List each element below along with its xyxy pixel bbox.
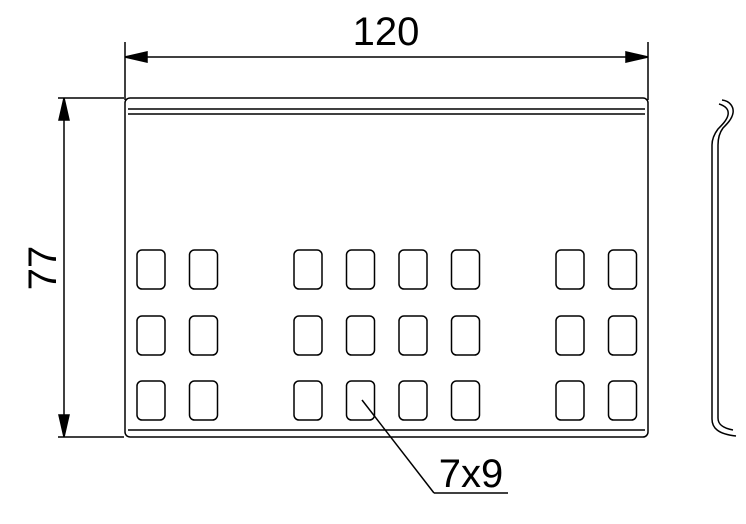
slot xyxy=(450,380,481,421)
slot-size-label: 7x9 xyxy=(439,452,504,496)
height-arrow-top xyxy=(58,97,70,121)
slot xyxy=(555,249,585,290)
slot xyxy=(188,380,219,421)
slot xyxy=(345,315,376,356)
slot xyxy=(398,315,428,356)
slot xyxy=(136,315,166,356)
slot xyxy=(450,249,481,290)
slot xyxy=(555,315,585,356)
slot xyxy=(293,249,323,290)
slot xyxy=(450,315,481,356)
slot xyxy=(293,380,323,421)
width-arrow-left xyxy=(124,51,148,63)
slot xyxy=(607,249,638,290)
height-arrow-bottom xyxy=(58,414,70,438)
plate-front-view xyxy=(124,97,649,438)
height-label: 77 xyxy=(21,246,65,291)
slot xyxy=(607,380,638,421)
slot xyxy=(345,249,376,290)
slot xyxy=(345,380,376,421)
callout-leader-line xyxy=(361,399,435,494)
slot xyxy=(398,380,428,421)
plate-outline xyxy=(124,97,649,438)
slot xyxy=(607,315,638,356)
slot xyxy=(188,249,219,290)
slot xyxy=(188,315,219,356)
slot xyxy=(555,380,585,421)
height-dimension xyxy=(58,97,124,438)
slot-grid xyxy=(136,249,638,421)
width-label: 120 xyxy=(353,10,420,54)
side-profile-view-inner xyxy=(711,103,737,437)
slot-callout xyxy=(361,399,508,494)
slot xyxy=(136,249,166,290)
slot xyxy=(136,380,166,421)
slot xyxy=(398,249,428,290)
slot xyxy=(293,315,323,356)
side-profile-view xyxy=(717,99,734,431)
width-arrow-right xyxy=(625,51,649,63)
width-dimension xyxy=(124,42,649,100)
